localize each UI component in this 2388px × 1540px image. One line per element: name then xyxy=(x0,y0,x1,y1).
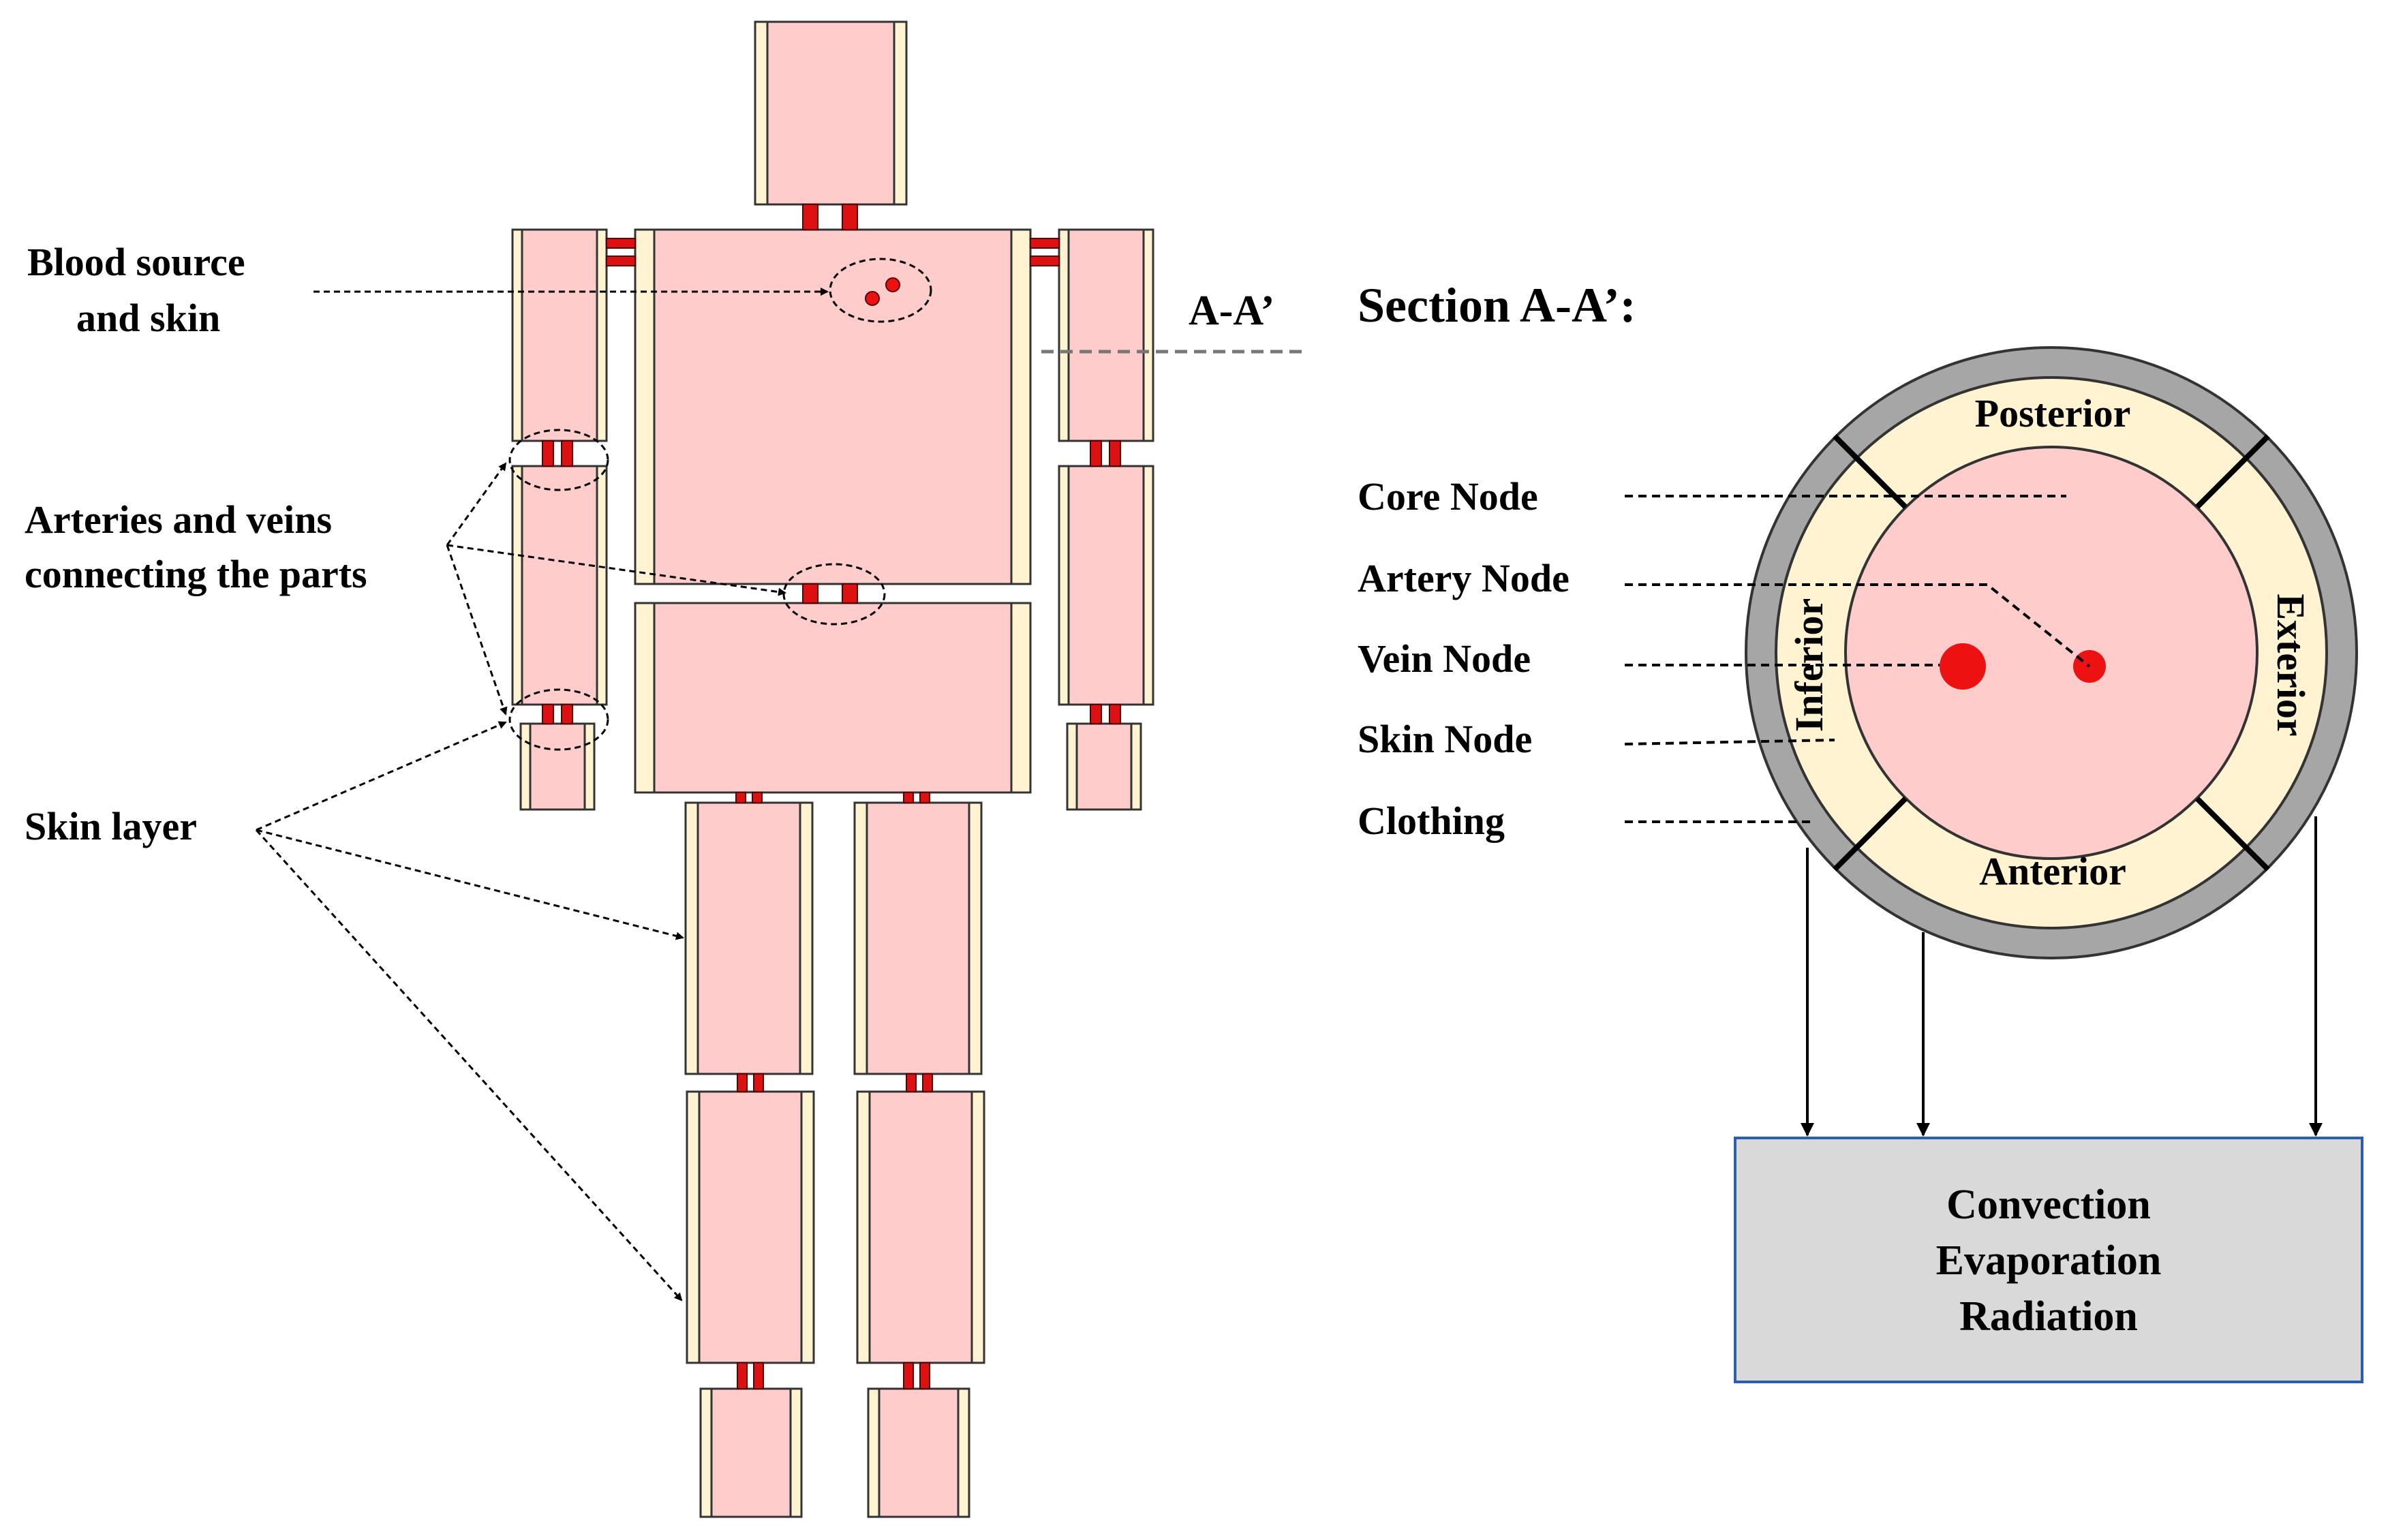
node-leader-lines xyxy=(1624,495,2091,823)
callout-arrows xyxy=(255,288,829,1302)
arteries-label: Arteries and veins xyxy=(25,497,332,542)
heat-loss-radiation: Radiation xyxy=(1959,1293,2138,1340)
blood-source-label-2: and skin xyxy=(76,296,220,340)
skin-hand-arrow xyxy=(256,721,507,831)
core-circle xyxy=(1844,446,2259,860)
quadrant-anterior: Anterior xyxy=(1979,849,2126,893)
left-shoulder-vein xyxy=(606,256,636,266)
section-title: Section A-A’: xyxy=(1358,278,1636,333)
head-segment xyxy=(754,20,908,206)
left-wrist-vein xyxy=(561,704,573,724)
body-model xyxy=(511,20,1154,1518)
vein-node-label: Vein Node xyxy=(1358,636,1531,681)
skin-layer-label: Skin layer xyxy=(25,804,197,848)
right-forearm-segment xyxy=(1058,465,1154,706)
cross-section: Posterior Anterior Inferior Exterior xyxy=(1745,346,2358,959)
right-calf-segment xyxy=(856,1090,985,1364)
artery-node-label: Artery Node xyxy=(1358,556,1570,600)
left-forearm-segment xyxy=(511,465,608,706)
heat-loss-arrows xyxy=(1801,816,2323,1137)
arteries-label-2: connecting the parts xyxy=(25,552,367,596)
right-knee-vein xyxy=(922,1073,933,1092)
neck-artery xyxy=(802,204,818,230)
vein-node-dot xyxy=(1940,643,1986,690)
left-wrist-artery xyxy=(542,704,554,724)
right-elbow-artery xyxy=(1090,440,1102,467)
right-hip-artery xyxy=(903,792,914,803)
core-node-label: Core Node xyxy=(1358,474,1538,519)
blood-source-dot xyxy=(885,277,900,292)
left-shoulder-artery xyxy=(606,238,636,249)
right-ankle-vein xyxy=(919,1362,930,1389)
left-hip-artery xyxy=(735,792,746,803)
left-knee-vein xyxy=(753,1073,764,1092)
skin-calf-arrow xyxy=(255,829,683,1302)
right-knee-artery xyxy=(906,1073,917,1092)
node-labels: Core Node Artery Node Vein Node Skin Nod… xyxy=(1358,474,1570,843)
left-ankle-vein xyxy=(753,1362,764,1389)
quadrant-exterior: Exterior xyxy=(2269,594,2313,736)
elbow-arrow xyxy=(446,462,507,546)
left-upper-arm-segment xyxy=(511,228,608,442)
clothing-label: Clothing xyxy=(1358,799,1505,843)
elbow-joint-ellipse xyxy=(508,429,609,491)
waist-vein xyxy=(842,583,858,604)
right-wrist-artery xyxy=(1090,704,1102,724)
wrist-joint-ellipse xyxy=(508,688,609,751)
skin-thigh-arrow xyxy=(256,829,684,940)
left-knee-artery xyxy=(737,1073,748,1092)
quadrant-posterior: Posterior xyxy=(1975,391,2131,435)
left-elbow-artery xyxy=(542,440,554,467)
section-marker-label: A-A’ xyxy=(1189,288,1274,334)
blood-source-ellipse xyxy=(829,258,932,323)
wrist-arrow xyxy=(446,544,508,715)
right-upper-arm-segment xyxy=(1058,228,1154,442)
right-elbow-vein xyxy=(1109,440,1121,467)
right-shoulder-vein xyxy=(1030,256,1060,266)
torso-lower-segment xyxy=(634,602,1032,794)
quadrant-separators xyxy=(1833,434,2270,872)
left-elbow-vein xyxy=(561,440,573,467)
left-hip-vein xyxy=(752,792,763,803)
left-hand-segment xyxy=(519,722,596,811)
right-thigh-segment xyxy=(853,801,983,1075)
left-thigh-segment xyxy=(684,801,814,1075)
right-ankle-artery xyxy=(903,1362,914,1389)
blood-source-dot xyxy=(865,291,880,306)
left-calf-segment xyxy=(686,1090,815,1364)
waist-arrow xyxy=(446,544,786,596)
vessel-connectors xyxy=(542,204,1121,1389)
torso-upper-segment xyxy=(634,228,1032,585)
blood-source-label: Blood source xyxy=(27,240,245,284)
right-wrist-vein xyxy=(1109,704,1121,724)
left-foot-segment xyxy=(699,1387,803,1518)
right-shoulder-artery xyxy=(1030,238,1060,249)
skin-node-label: Skin Node xyxy=(1358,717,1532,761)
blood-source xyxy=(865,277,900,306)
right-foot-segment xyxy=(867,1387,970,1518)
right-hip-vein xyxy=(919,792,930,803)
right-hand-segment xyxy=(1066,722,1142,811)
heat-loss-box: Convection Evaporation Radiation xyxy=(1734,1137,2363,1383)
heat-loss-evaporation: Evaporation xyxy=(1936,1237,2162,1284)
waist-artery xyxy=(802,583,818,604)
neck-vein xyxy=(842,204,858,230)
left-ankle-artery xyxy=(737,1362,748,1389)
heat-loss-convection: Convection xyxy=(1946,1182,2151,1228)
